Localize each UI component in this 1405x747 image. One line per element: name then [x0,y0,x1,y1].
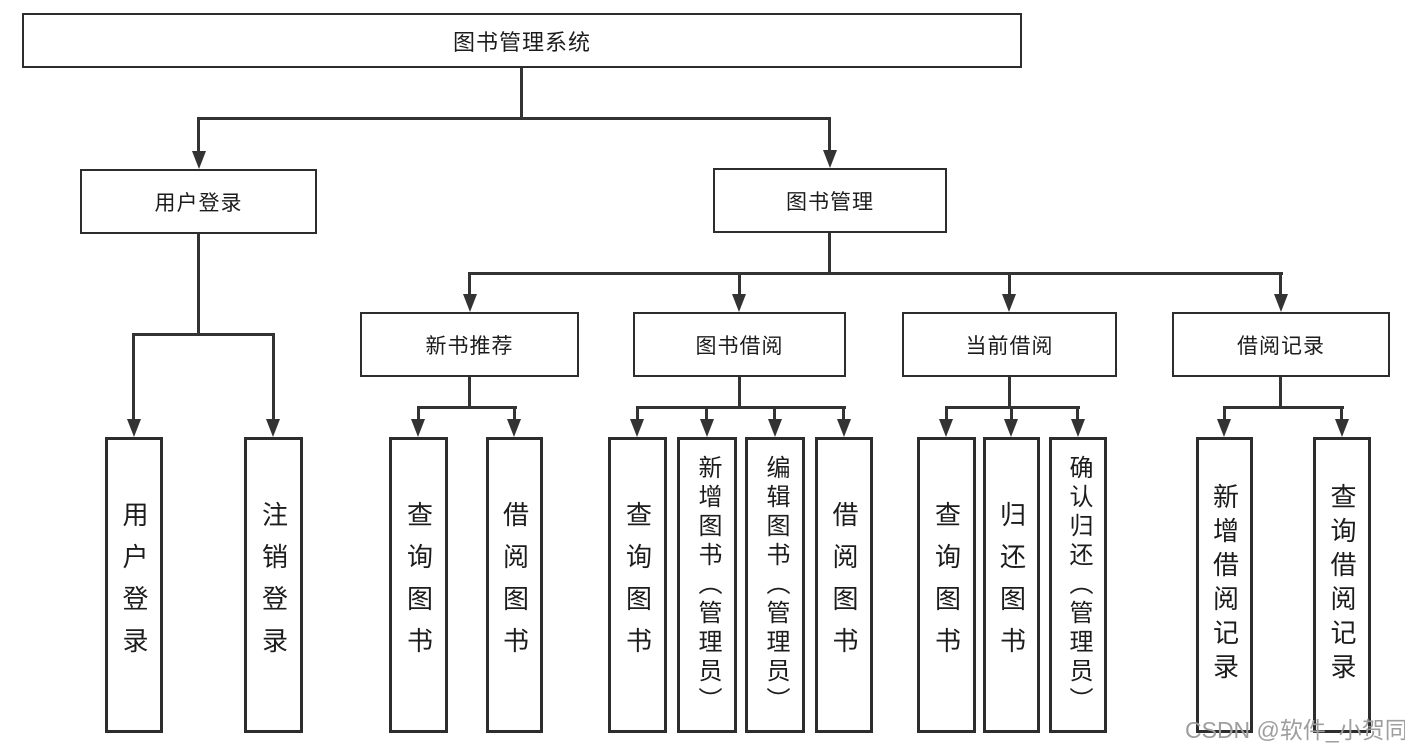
arrowhead-down-icon [939,419,953,437]
node-new-book-recommend-label: 新书推荐 [425,334,514,358]
node-br-query-record: 查询借阅记录 [1313,437,1371,733]
node-bb-add-books-label: 新增图书（管理员） [694,454,721,716]
node-bb-add-books: 新增图书（管理员） [677,437,737,733]
arrowhead-down-icon [1002,294,1016,312]
node-user-login-module-label: 用户登录 [154,191,243,215]
connector-vline [1340,407,1343,420]
connector-vline [197,234,200,334]
node-book-management-module-label: 图书管理 [786,190,874,214]
node-cb-confirm-return: 确认归还（管理员） [1049,437,1107,733]
connector-vline [132,334,135,419]
arrowhead-down-icon [192,151,206,169]
connector-vline [197,118,200,154]
arrowhead-down-icon [1071,419,1085,437]
arrowhead-down-icon [1217,419,1231,437]
node-user-login-module: 用户登录 [80,169,317,234]
connector-vline [417,407,420,420]
node-cb-return-books-label: 归还图书 [996,501,1027,669]
node-cb-return-books: 归还图书 [983,437,1040,733]
node-book-borrowing: 图书借阅 [633,312,846,377]
node-system-root: 图书管理系统 [22,13,1022,68]
arrowhead-down-icon [266,419,280,437]
node-new-book-recommend: 新书推荐 [360,312,579,377]
node-bb-borrow-books: 借阅图书 [815,437,873,733]
connector-vline [828,118,831,154]
node-bb-edit-books-label: 编辑图书（管理员） [762,454,789,716]
connector-vline [520,68,523,118]
connector-vline [1279,377,1282,407]
connector-vline [945,407,948,420]
connector-hline [468,272,1283,275]
connector-vline [272,334,275,419]
arrowhead-down-icon [1274,294,1288,312]
node-br-add-record-label: 新增借阅记录 [1209,483,1240,687]
node-current-borrowing: 当前借阅 [902,312,1117,377]
arrowhead-down-icon [700,419,714,437]
arrowhead-down-icon [837,419,851,437]
connector-hline [197,117,831,120]
node-cb-query-books-label: 查询图书 [931,501,962,669]
node-rec-borrow-books-label: 借阅图书 [499,501,530,669]
connector-vline [738,377,741,407]
arrowhead-down-icon [630,419,644,437]
connector-vline [1223,407,1226,420]
node-user-login-leaf-label: 用户登录 [119,501,149,669]
connector-vline [828,233,831,273]
arrowhead-down-icon [823,150,837,168]
node-bb-edit-books: 编辑图书（管理员） [745,437,805,733]
node-cb-query-books: 查询图书 [917,437,976,733]
connector-vline [636,407,639,420]
arrowhead-down-icon [768,419,782,437]
connector-vline [773,407,776,420]
arrowhead-down-icon [127,419,141,437]
arrowhead-down-icon [1335,419,1349,437]
connector-vline [513,407,516,420]
connector-vline [1008,377,1011,407]
connector-hline [132,333,275,336]
arrowhead-down-icon [411,419,425,437]
connector-vline [1010,407,1013,420]
arrowhead-down-icon [732,294,746,312]
connector-vline [705,407,708,420]
node-rec-query-books: 查询图书 [389,437,448,733]
csdn-watermark: CSDN @软件_小贺同学 [1185,717,1405,743]
connector-vline [738,273,741,294]
node-rec-query-books-label: 查询图书 [403,501,434,669]
node-logout-leaf-label: 注销登录 [258,501,289,669]
node-br-add-record: 新增借阅记录 [1196,437,1253,733]
connector-vline [1008,273,1011,294]
connector-vline [1279,273,1282,294]
connector-vline [468,377,471,407]
node-cb-confirm-return-label: 确认归还（管理员） [1065,454,1092,716]
arrowhead-down-icon [463,294,477,312]
node-borrowing-records-label: 借阅记录 [1237,334,1325,358]
connector-hline [417,406,517,409]
connector-vline [842,407,845,420]
node-br-query-record-label: 查询借阅记录 [1327,483,1357,687]
node-logout-leaf: 注销登录 [244,437,303,733]
node-bb-borrow-books-label: 借阅图书 [829,501,859,669]
node-user-login-leaf: 用户登录 [105,437,163,733]
connector-vline [468,273,471,294]
node-bb-query-books-label: 查询图书 [622,501,653,669]
node-borrowing-records: 借阅记录 [1172,312,1390,377]
arrowhead-down-icon [507,419,521,437]
connector-hline [1223,406,1344,409]
node-book-borrowing-label: 图书借阅 [695,334,784,358]
node-system-root-label: 图书管理系统 [452,29,591,55]
arrowhead-down-icon [1004,419,1018,437]
node-book-management-module: 图书管理 [713,168,947,233]
connector-hline [636,406,846,409]
node-rec-borrow-books: 借阅图书 [486,437,543,733]
connector-vline [1076,407,1079,420]
node-bb-query-books: 查询图书 [608,437,667,733]
node-current-borrowing-label: 当前借阅 [965,334,1054,358]
